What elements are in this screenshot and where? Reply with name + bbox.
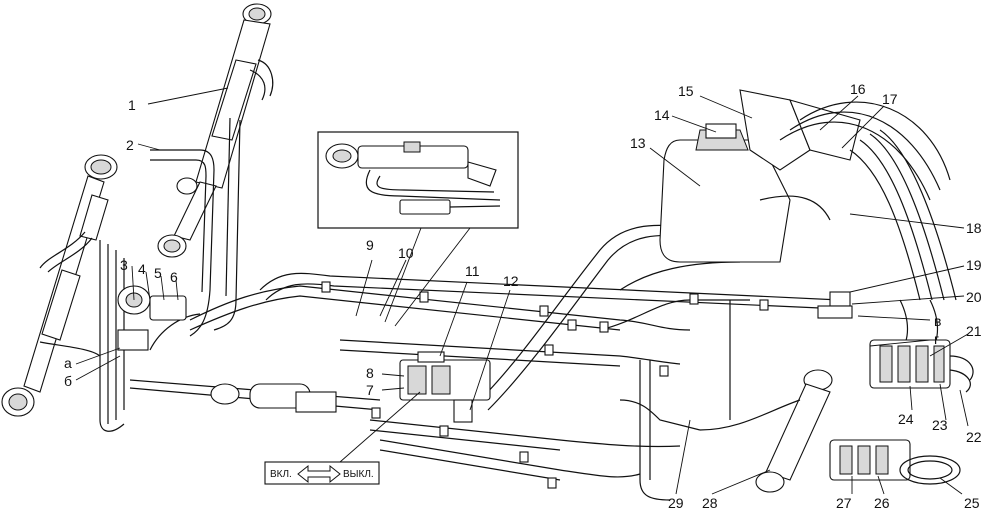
callout-13: 13	[630, 135, 646, 151]
letter-g: г	[934, 331, 939, 347]
switch-on-label: ВКЛ.	[270, 469, 292, 480]
callout-25: 25	[964, 495, 980, 511]
callout-8: 8	[366, 365, 374, 381]
lower-left-assembly	[210, 383, 337, 413]
letter-b: б	[64, 373, 72, 389]
callout-11: 11	[465, 263, 480, 279]
callout-9: 9	[366, 237, 374, 253]
hydraulic-tank	[659, 89, 957, 353]
callout-4: 4	[138, 261, 146, 277]
fittings	[321, 281, 853, 489]
callout-18: 18	[966, 220, 982, 236]
callout-numbers: 1 2 3 4 5 6 7 8 9 10 11 12 13 14 15 16 1…	[64, 81, 982, 511]
switch-indicator: ВКЛ. ВЫКЛ.	[264, 391, 421, 485]
callout-16: 16	[850, 81, 866, 97]
callout-10: 10	[398, 245, 414, 261]
callout-1: 1	[128, 97, 136, 113]
callout-22: 22	[966, 429, 982, 445]
distributor	[399, 351, 491, 423]
detail-inset	[317, 131, 519, 229]
callout-19: 19	[966, 257, 982, 273]
double-arrow-icon	[297, 464, 341, 484]
callout-3: 3	[120, 257, 128, 273]
filter-assembly	[117, 285, 187, 351]
callout-24: 24	[898, 411, 914, 427]
callout-12: 12	[503, 273, 519, 289]
valve-block-right	[869, 339, 974, 393]
callout-28: 28	[702, 495, 718, 511]
callout-7: 7	[366, 382, 374, 398]
lower-right-cylinder	[699, 369, 833, 493]
pipe-bundle-middle	[189, 224, 841, 501]
callout-15: 15	[678, 83, 694, 99]
leader-lines	[75, 87, 969, 495]
callout-2: 2	[126, 137, 134, 153]
callout-6: 6	[170, 269, 178, 285]
callout-23: 23	[932, 417, 948, 433]
letter-a: а	[64, 355, 72, 371]
letter-v: в	[934, 313, 941, 329]
left-cylinder	[1, 154, 118, 417]
callout-29: 29	[668, 495, 684, 511]
callout-21: 21	[966, 323, 982, 339]
callout-17: 17	[882, 91, 898, 107]
callout-27: 27	[836, 495, 852, 511]
upper-cylinder	[157, 3, 274, 258]
callout-5: 5	[154, 265, 162, 281]
callout-26: 26	[874, 495, 890, 511]
callout-20: 20	[966, 289, 982, 305]
valve-block-bottom	[829, 439, 961, 485]
callout-14: 14	[654, 107, 670, 123]
switch-off-label: ВЫКЛ.	[343, 469, 374, 480]
